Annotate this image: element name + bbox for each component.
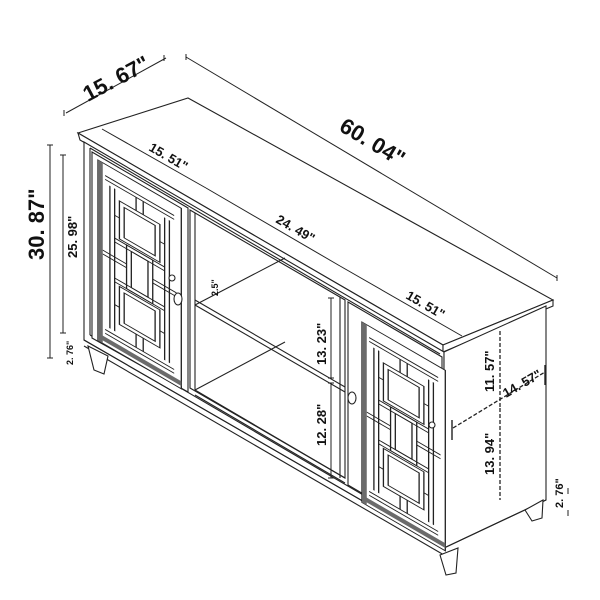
right-door-knob (347, 391, 357, 405)
label-body-height: 25. 98" (65, 216, 80, 258)
right-door-lock (428, 421, 436, 429)
right-door (347, 301, 446, 552)
label-side-lower-height: 13. 94" (482, 433, 497, 475)
legs (87, 344, 544, 576)
label-leg-height-left: 2. 76" (65, 341, 75, 365)
label-overall-depth: 15. 67" (79, 51, 154, 107)
center-opening (189, 209, 346, 484)
label-shelf-thickness: 2.5" (210, 279, 220, 296)
left-door (91, 151, 189, 393)
label-leg-height-right: 2. 76" (554, 478, 566, 508)
label-upper-opening-height: 13. 23" (314, 323, 329, 365)
label-overall-width: 60. 04" (335, 113, 409, 171)
left-door-lock (168, 274, 176, 282)
label-side-upper-height: 11. 57" (482, 350, 497, 392)
dimension-lines (47, 54, 569, 516)
left-door-knob (173, 292, 183, 306)
label-overall-height: 30. 87" (24, 188, 49, 260)
label-lower-opening-height: 12. 28" (314, 404, 329, 446)
